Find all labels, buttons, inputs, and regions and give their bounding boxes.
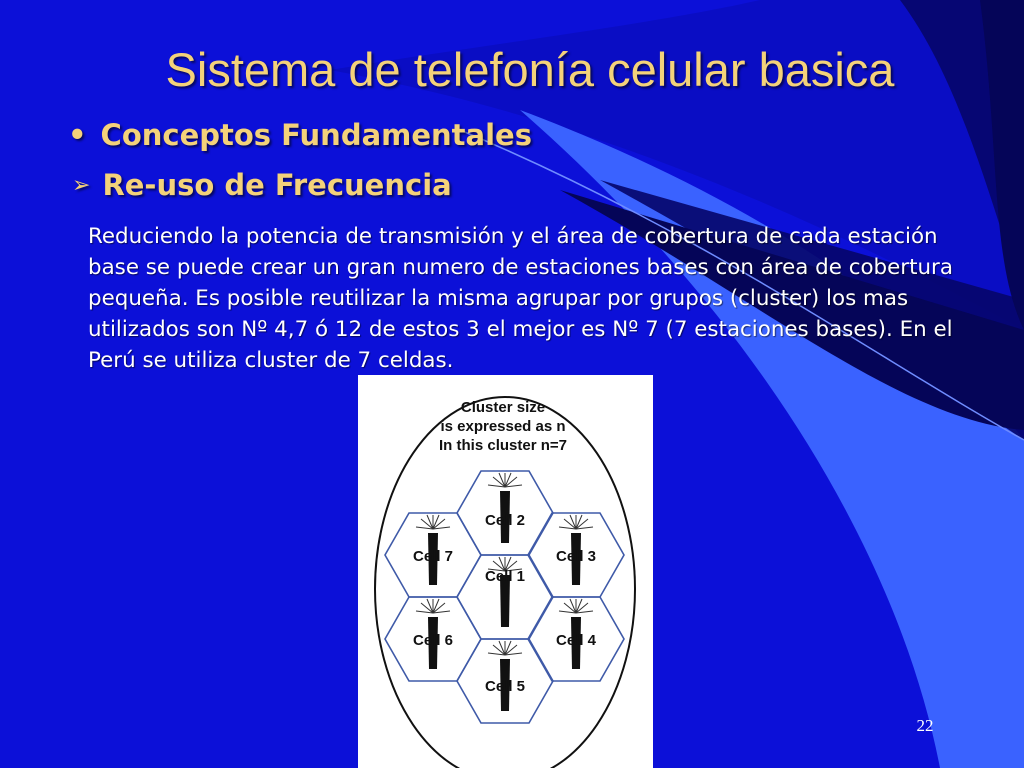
body-line: utilizados son Nº 4,7 ó 12 de estos 3 el…	[88, 317, 953, 342]
arrowhead-bullet-icon: ➢	[72, 173, 91, 198]
cluster-boundary	[374, 396, 636, 768]
antenna-tower-icon	[487, 640, 523, 712]
cell-lower-left: Cell 6	[384, 596, 482, 682]
caption-line-2: is expressed as n	[440, 418, 565, 435]
caption-line-1: Cluster size	[461, 399, 545, 416]
bullet-dot-icon: •	[68, 118, 87, 152]
cluster-diagram: Cluster size is expressed as n In this c…	[358, 375, 653, 768]
body-line: Reduciendo la potencia de transmisión y …	[88, 224, 938, 249]
cell-label: Cell 1	[485, 568, 525, 585]
cluster-diagram-svg: Cluster size is expressed as n In this c…	[374, 396, 636, 768]
cell-bottom: Cell 5	[456, 638, 554, 724]
cell-upper-left: Cell 7	[384, 512, 482, 598]
cell-label: Cell 7	[413, 548, 453, 565]
cell-upper-right: Cell 3	[527, 512, 625, 598]
cell-label: Cell 3	[556, 548, 596, 565]
body-line: base se puede crear un gran numero de es…	[88, 255, 953, 280]
cell-center: Cell 1	[456, 554, 554, 640]
cell-top: Cell 2	[456, 470, 554, 556]
cell-label: Cell 2	[485, 512, 525, 529]
cell-lower-right: Cell 4	[527, 596, 625, 682]
cell-label: Cell 5	[485, 678, 525, 695]
cell-label: Cell 4	[556, 632, 597, 649]
bullet-main: • Conceptos Fundamentales	[68, 118, 532, 152]
page-number: 22	[916, 716, 934, 735]
body-line: pequeña. Es posible reutilizar la misma …	[88, 286, 909, 311]
antenna-tower-icon	[487, 472, 523, 544]
bullet-sub-label: Re-uso de Frecuencia	[102, 168, 452, 202]
slide-title: Sistema de telefonía celular basica	[165, 43, 895, 96]
bullet-sub: ➢ Re-uso de Frecuencia	[72, 168, 452, 202]
body-line: Perú se utiliza cluster de 7 celdas.	[88, 348, 454, 373]
body-paragraph: Reduciendo la potencia de transmisión y …	[88, 221, 1018, 376]
caption-line-3: In this cluster n=7	[439, 437, 567, 454]
bullet-main-label: Conceptos Fundamentales	[100, 118, 532, 152]
cell-label: Cell 6	[413, 632, 453, 649]
